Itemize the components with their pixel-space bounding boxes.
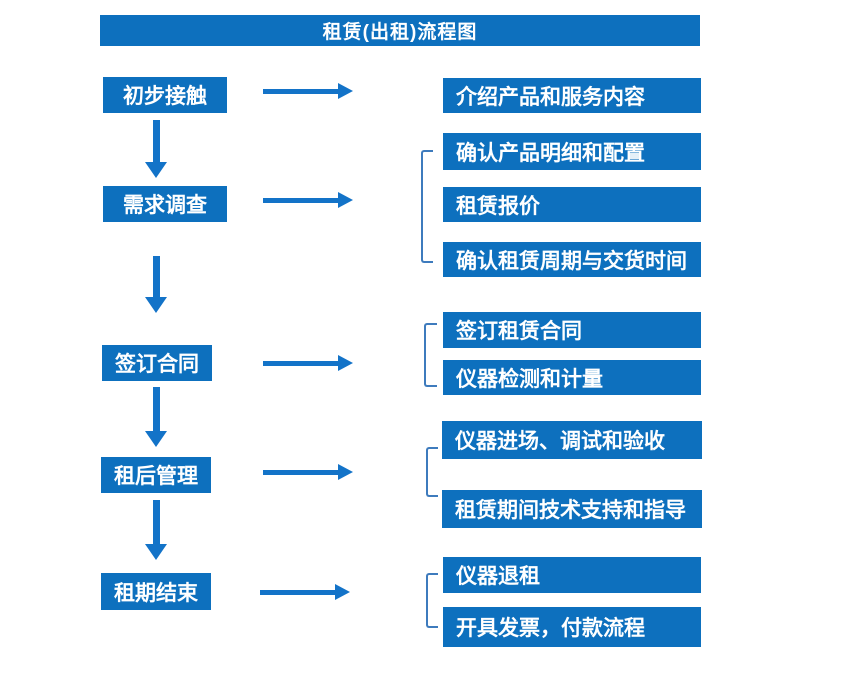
group-bracket [426, 573, 438, 628]
detail-box-instrument-entry-commissioning: 仪器进场、调试和验收 [442, 421, 702, 459]
detail-box-sign-rental-contract: 签订租赁合同 [443, 312, 701, 348]
detail-box-instrument-testing-metering: 仪器检测和计量 [443, 360, 701, 395]
detail-box-confirm-rental-period-delivery: 确认租赁周期与交货时间 [443, 242, 701, 277]
flowchart-title: 租赁(出租)流程图 [100, 15, 700, 46]
right-arrow-icon [263, 83, 353, 99]
right-arrow-icon [260, 584, 350, 600]
detail-box-invoice-payment-process: 开具发票，付款流程 [443, 607, 701, 647]
right-arrow-icon [263, 192, 353, 208]
detail-box-introduce-products-services: 介绍产品和服务内容 [443, 78, 701, 113]
group-bracket [426, 447, 438, 497]
down-arrow-icon [145, 120, 167, 178]
step-box-rental-end: 租期结束 [101, 573, 211, 610]
group-bracket [424, 323, 437, 387]
detail-box-instrument-return: 仪器退租 [443, 557, 701, 593]
step-box-post-rental-management: 租后管理 [101, 457, 211, 493]
detail-box-rental-quotation: 租赁报价 [443, 187, 701, 222]
step-box-sign-contract: 签订合同 [102, 345, 212, 381]
down-arrow-icon [145, 256, 167, 313]
group-bracket [421, 150, 433, 263]
right-arrow-icon [263, 464, 353, 480]
down-arrow-icon [145, 500, 167, 560]
detail-box-technical-support-guidance: 租赁期间技术支持和指导 [442, 490, 702, 528]
detail-box-confirm-product-details: 确认产品明细和配置 [443, 133, 701, 170]
right-arrow-icon [263, 355, 353, 371]
step-box-initial-contact: 初步接触 [103, 77, 227, 113]
step-box-demand-survey: 需求调查 [103, 186, 227, 222]
down-arrow-icon [145, 387, 167, 447]
